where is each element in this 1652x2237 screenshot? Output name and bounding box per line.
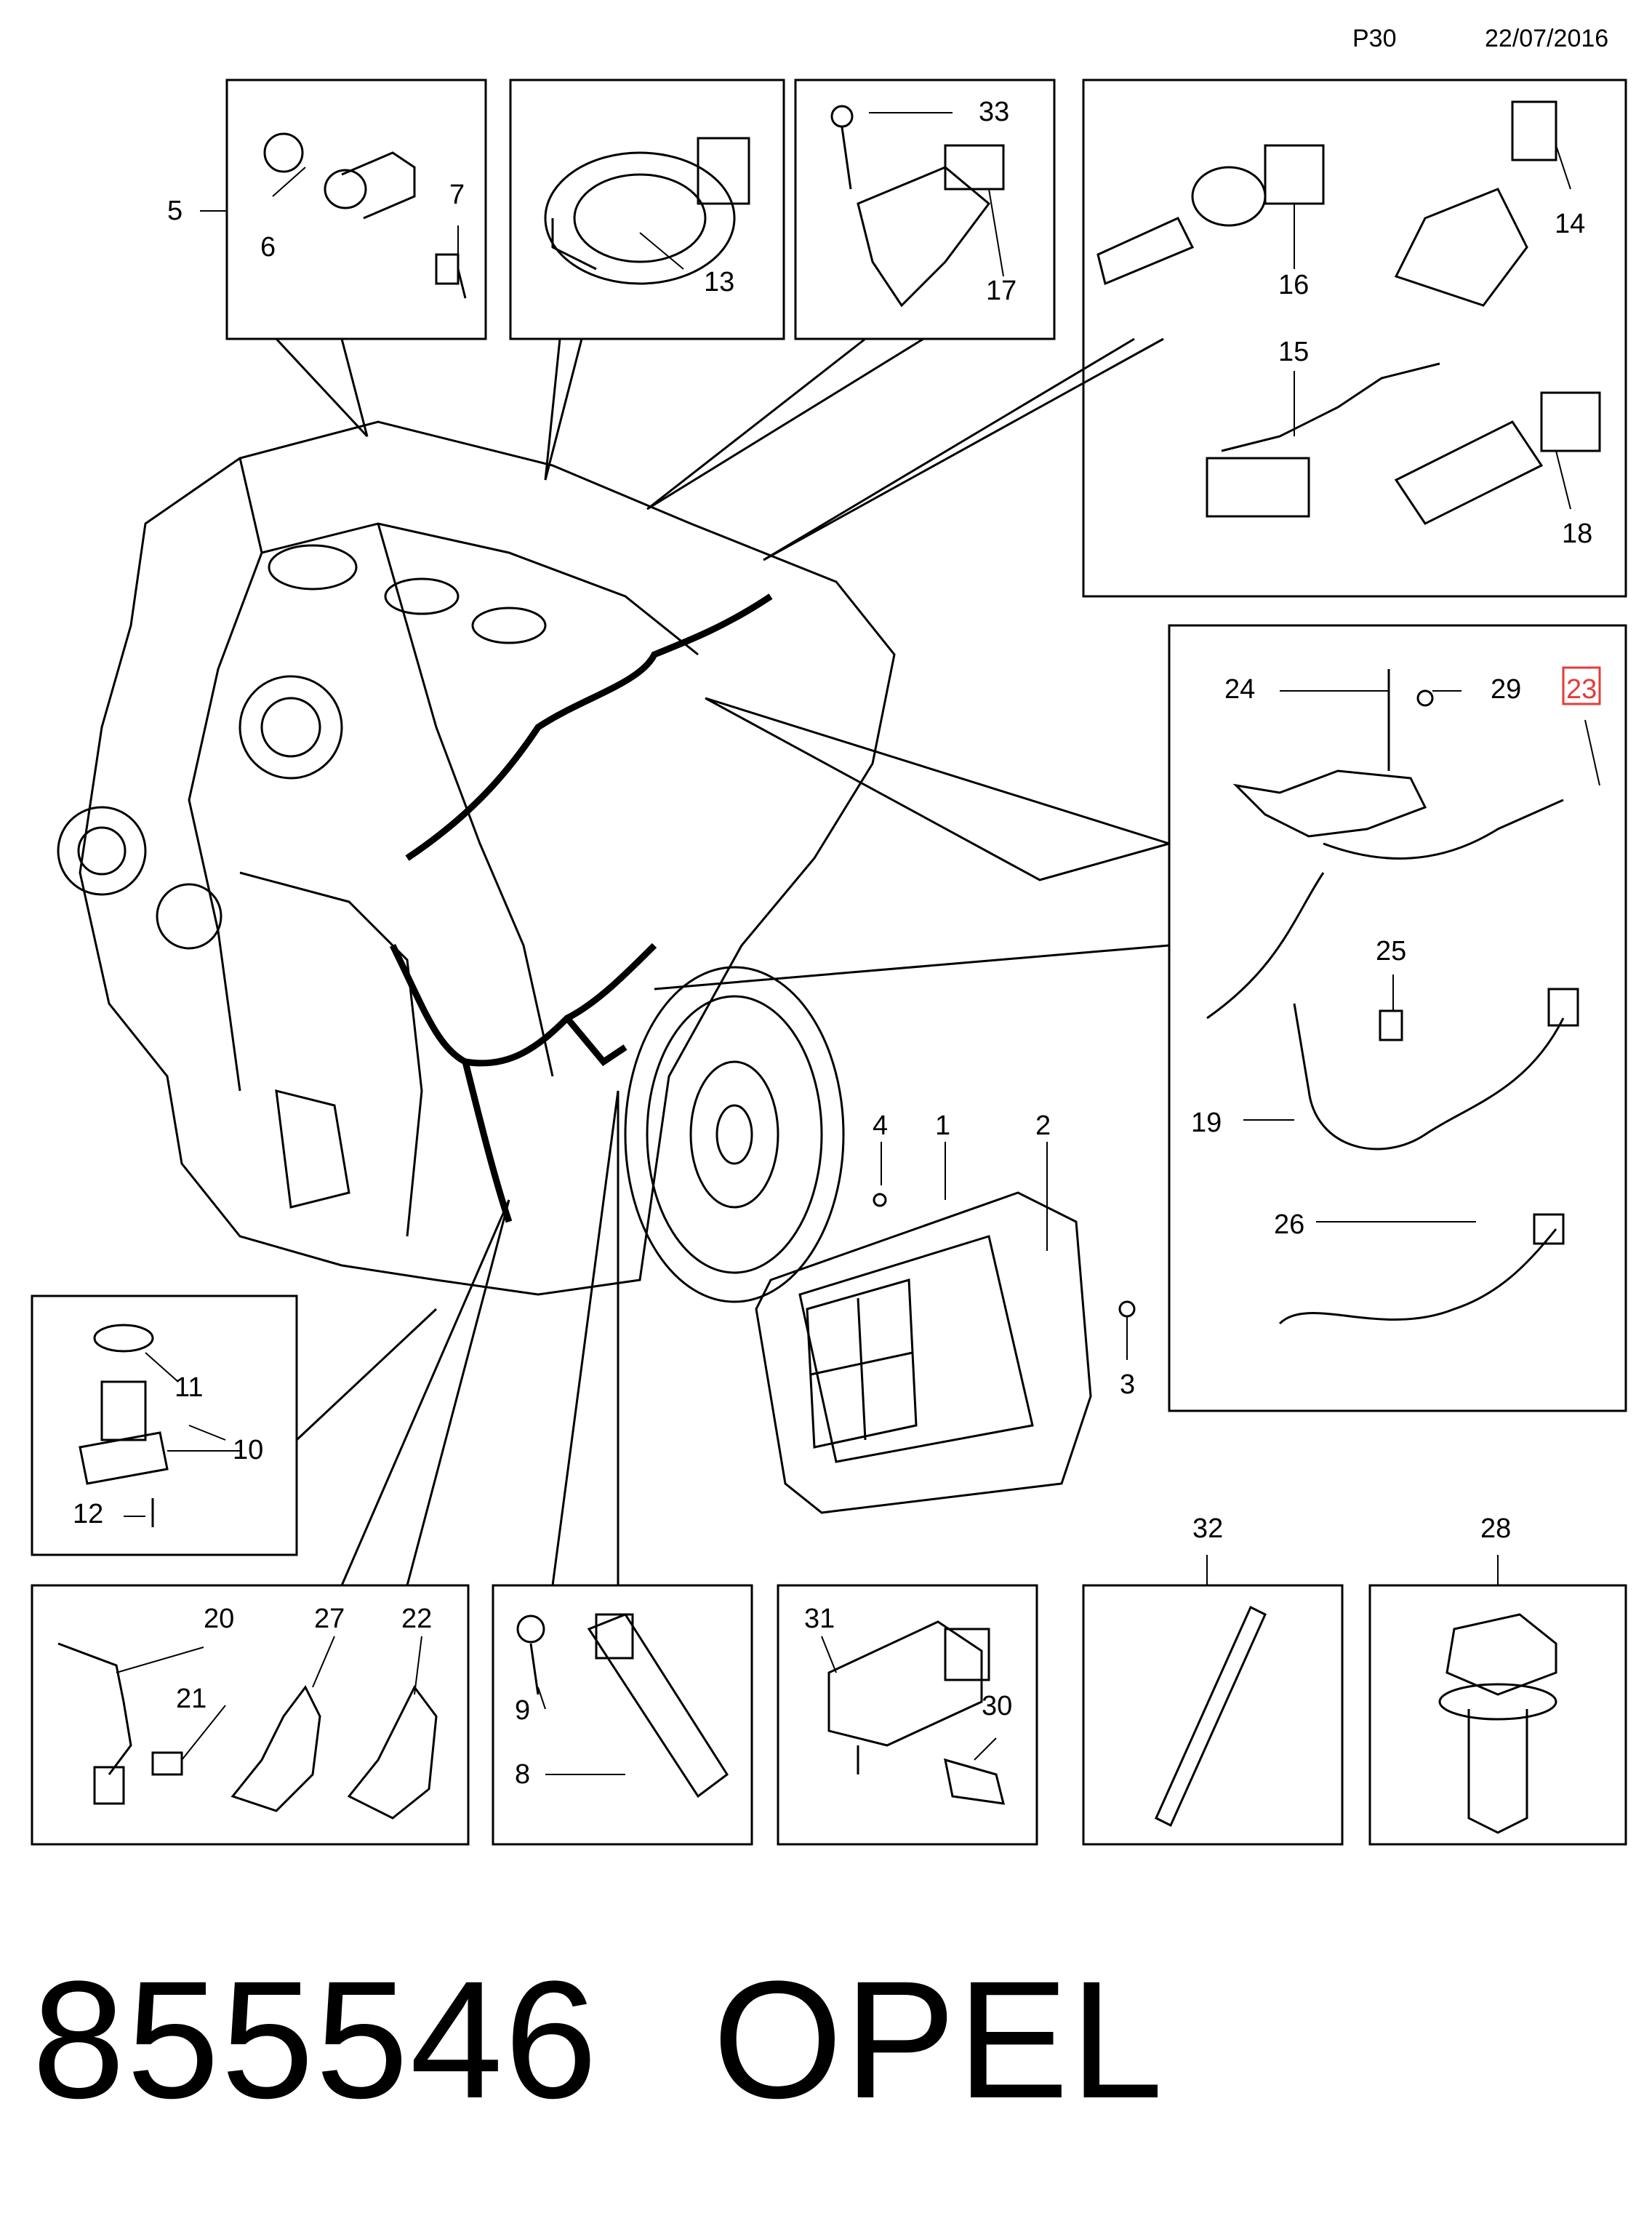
callout-13: 13 [704,267,734,297]
detail-box-oxygen-sensor [31,1584,470,1846]
callout-22: 22 [401,1604,432,1634]
pressure-sensor-art [827,1620,1005,1805]
callout-3: 3 [1120,1369,1135,1400]
detail-box-bolt [1368,1584,1627,1846]
callout-29: 29 [1491,674,1521,705]
brand-name: OPEL [713,1946,1165,2133]
bolt-art [1438,1613,1557,1834]
callout-14: 14 [1555,209,1585,239]
cable-tie-art [1155,1605,1267,1828]
callout-11: 11 [175,1372,203,1403]
detail-box-harness-bracket [1168,624,1627,1412]
callout-28: 28 [1480,1513,1511,1544]
callout-17: 17 [986,276,1017,306]
callout-23: 23 [1566,674,1597,705]
part-number: 855546 [32,1946,599,2133]
callout-33: 33 [979,97,1009,127]
pointer-lines [275,337,1170,1586]
callout-9: 9 [515,1695,530,1726]
diagram-date: 22/07/2016 [1485,25,1609,52]
detail-box-temperature-sensors [1082,79,1627,598]
callout-4: 4 [873,1111,888,1141]
callout-20: 20 [204,1604,234,1634]
callout-5: 5 [167,196,183,226]
temperature-sensors-art [1096,100,1601,525]
detail-box-map-sensor [794,79,1056,340]
page-code: P30 [1352,25,1397,52]
detail-box-camshaft-sensor [225,79,487,340]
callout-1: 1 [935,1111,950,1141]
oil-pressure-switch-art [544,137,750,285]
callout-24: 24 [1224,674,1255,705]
callout-19: 19 [1191,1108,1222,1138]
callout-27: 27 [314,1604,345,1634]
camshaft-sensor-art [263,132,467,299]
crank-sensor-art [79,1324,169,1527]
callout-7: 7 [449,180,465,210]
detail-box-oil-pressure-switch [509,79,785,340]
callout-32: 32 [1192,1513,1223,1544]
ecu-module [755,1191,1136,1514]
map-sensor-art [830,105,1005,308]
highlight-box [1562,666,1601,705]
detail-box-glow-heater [492,1584,753,1846]
oxygen-sensor-art [57,1642,438,1820]
callout-21: 21 [176,1684,206,1714]
callout-8: 8 [515,1759,530,1790]
callout-25: 25 [1376,936,1406,967]
glow-heater-art [516,1613,729,1798]
harness-bracket-art [1206,669,1579,1325]
callout-15: 15 [1278,337,1309,367]
callout-18: 18 [1562,519,1592,549]
callout-12: 12 [73,1499,103,1529]
callout-10: 10 [233,1435,263,1465]
detail-box-crank-sensor [31,1294,298,1556]
callout-6: 6 [260,232,276,263]
callout-31: 31 [804,1604,835,1634]
callout-16: 16 [1278,270,1309,300]
callout-26: 26 [1274,1209,1304,1240]
engine-assembly [57,420,896,1303]
detail-box-cable-tie [1082,1584,1344,1846]
callout-30: 30 [982,1691,1012,1721]
callout-2: 2 [1035,1111,1051,1141]
leader-lines [116,112,1600,1775]
callout-labels: 5 6 7 13 33 17 16 14 15 18 24 29 23 25 1… [73,97,1601,1790]
detail-box-pressure-sensor [777,1584,1038,1846]
